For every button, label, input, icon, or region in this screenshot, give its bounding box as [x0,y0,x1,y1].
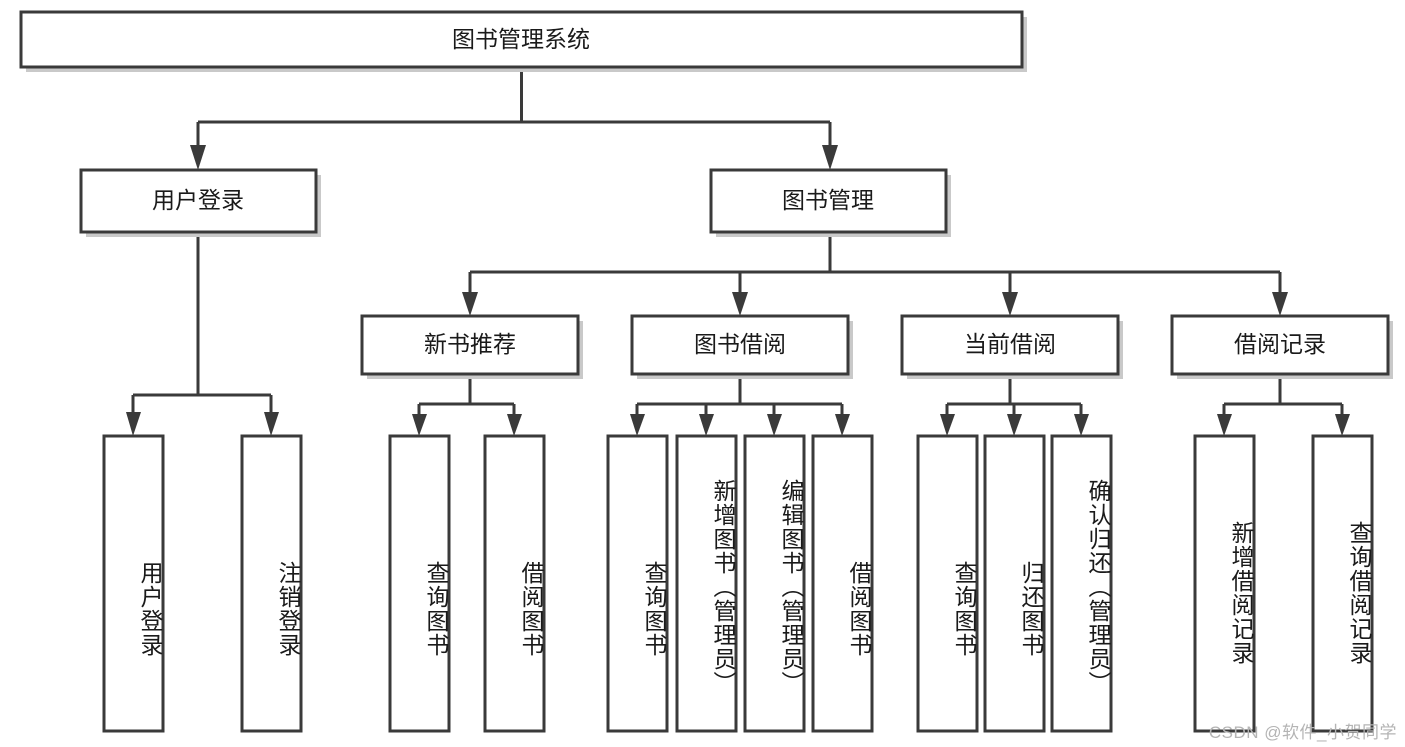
node-rect[interactable] [79,168,318,234]
arrow-leaf-edit-book [767,414,782,436]
node-rect[interactable] [1170,314,1390,376]
arrow-leaf-logout-login [264,412,279,436]
node-book-manage[interactable]: 图书管理 [709,168,951,237]
leaf-rect-query-book-2[interactable] [606,434,669,733]
leaf-rect-logout-login[interactable] [240,434,303,733]
node-new-book-recommend[interactable]: 新书推荐 [360,314,583,379]
arrow-to-new-book-recommend [462,292,478,316]
leaf-rect-query-record[interactable] [1311,434,1374,733]
leaf-rect-return-book[interactable] [983,434,1046,733]
connectors [126,67,1350,436]
arrow-leaf-borrow-book-1 [507,414,522,436]
node-rect[interactable] [630,314,850,376]
leaf-boxes [102,434,1374,733]
node-user-login[interactable]: 用户登录 [79,168,321,237]
csdn-watermark: CSDN @软件_小贺同学 [1208,723,1397,742]
arrow-leaf-query-book-3 [940,414,955,436]
arrow-leaf-query-record [1335,414,1350,436]
leaf-rect-borrow-book-1[interactable] [483,434,546,733]
arrow-to-borrow-record [1272,292,1288,316]
node-label-user-login: 用户登录 [152,187,244,213]
node-rect[interactable] [709,168,948,234]
arrow-leaf-query-book-2 [630,414,645,436]
leaf-rect-query-book-3[interactable] [916,434,979,733]
leaf-rect-confirm-return[interactable] [1050,434,1113,733]
leaf-rect-add-record[interactable] [1193,434,1256,733]
node-label-new-book-recommend: 新书推荐 [424,331,516,357]
node-label-borrow-record: 借阅记录 [1234,331,1326,357]
leaf-rect-query-book-1[interactable] [388,434,451,733]
arrow-leaf-user-login [126,412,141,436]
leaf-rect-user-login[interactable] [102,434,165,733]
arrow-leaf-confirm-return [1074,414,1089,436]
arrow-leaf-add-book [699,414,714,436]
arrow-to-current-borrow [1002,292,1018,316]
arrow-leaf-add-record [1217,414,1232,436]
arrow-to-book-borrow [732,292,748,316]
arrow-to-book-manage [822,145,838,170]
arrow-leaf-borrow-book-2 [835,414,850,436]
node-label-root-title: 图书管理系统 [452,26,590,52]
leaf-rect-add-book[interactable] [675,434,738,733]
leaf-rect-borrow-book-2[interactable] [811,434,874,733]
arrow-to-user-login [190,145,206,170]
node-borrow-record[interactable]: 借阅记录 [1170,314,1393,379]
node-book-borrow[interactable]: 图书借阅 [630,314,853,379]
node-label-book-manage: 图书管理 [782,187,874,213]
node-label-current-borrow: 当前借阅 [964,331,1056,357]
node-rect[interactable] [900,314,1120,376]
arrow-leaf-return-book [1007,414,1022,436]
arrow-leaf-query-book-1 [412,414,427,436]
leaf-rect-edit-book[interactable] [743,434,806,733]
node-current-borrow[interactable]: 当前借阅 [900,314,1123,379]
node-rect[interactable] [360,314,580,376]
node-label-book-borrow: 图书借阅 [694,331,786,357]
node-rect[interactable] [19,10,1024,69]
node-root-title[interactable]: 图书管理系统 [19,10,1027,72]
